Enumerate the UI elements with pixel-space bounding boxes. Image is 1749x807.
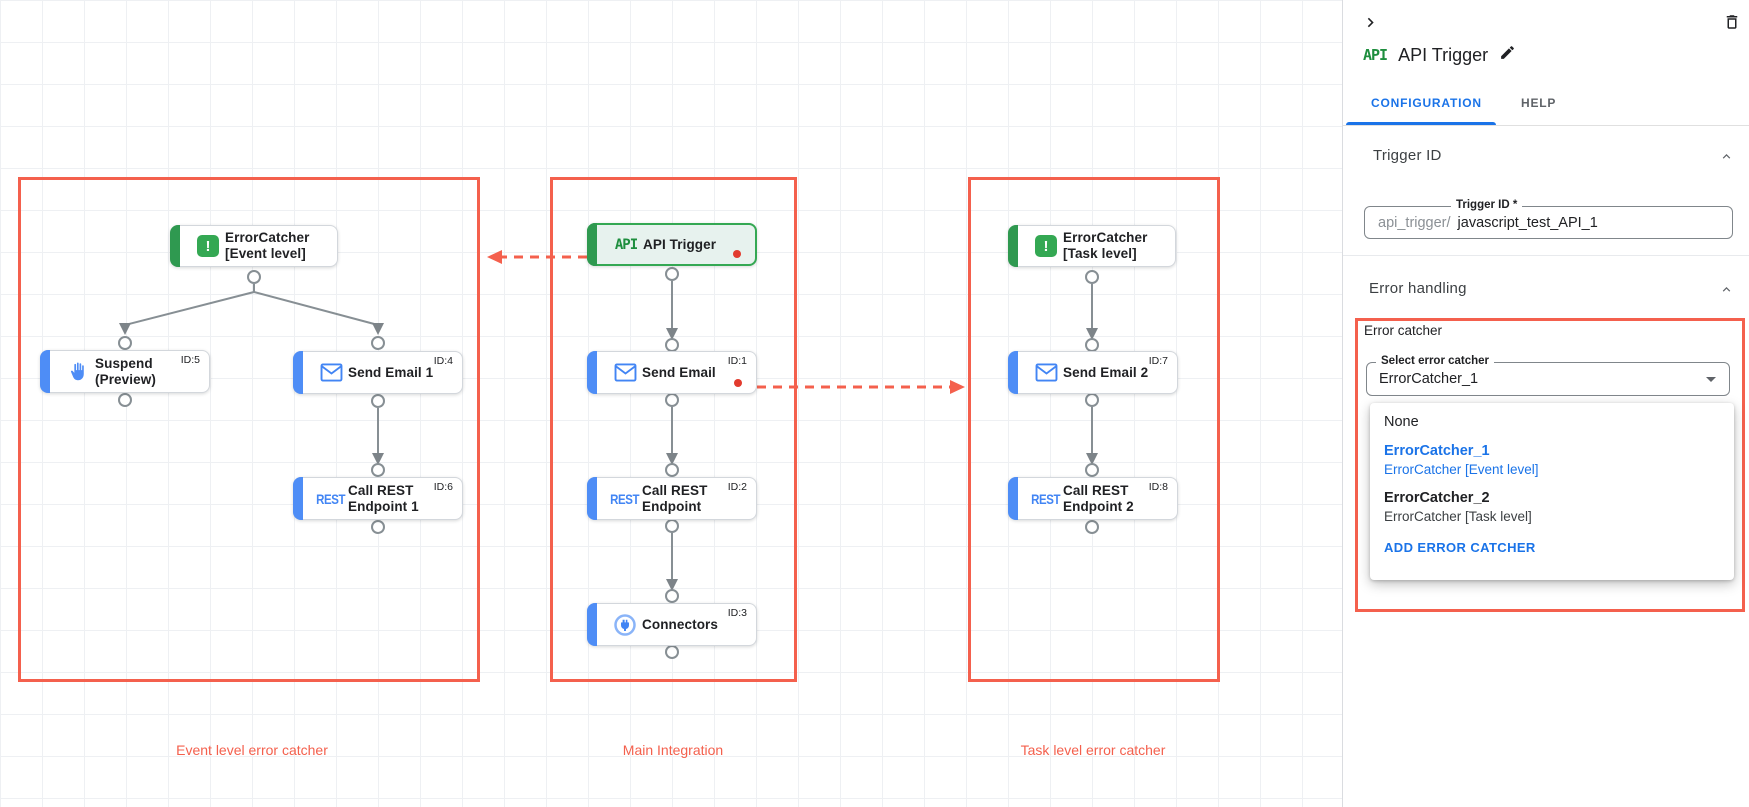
main-group-outline [550,177,797,682]
delete-icon[interactable] [1723,13,1741,36]
node-accent-bar [293,351,303,394]
node-label: [Task level] [1063,246,1137,261]
event-group-label: Event level error catcher [176,742,328,758]
option-none[interactable]: None [1384,414,1419,430]
email-icon [314,363,348,382]
option-errorcatcher-2[interactable]: ErrorCatcher_2 [1384,490,1490,506]
node-connectors[interactable]: Connectors ID:3 [587,603,757,646]
tab-configuration[interactable]: CONFIGURATION [1371,96,1482,110]
node-id-badge: ID:5 [180,354,200,366]
error-catcher-select[interactable]: Select error catcher ErrorCatcher_1 [1366,355,1730,396]
tabs-divider [1343,125,1749,126]
node-id-badge: ID:4 [433,355,453,367]
integration-canvas[interactable]: Event level error catcher Main Integrati… [0,0,1342,807]
node-error-catcher-task[interactable]: ! ErrorCatcher [Task level] [1008,225,1176,267]
node-accent-bar [587,351,597,394]
edit-title-icon[interactable] [1499,44,1516,66]
node-label: Endpoint [642,498,702,514]
node-label: Connectors [642,616,719,632]
node-label: Call REST [348,482,414,498]
node-accent-bar [293,477,303,520]
node-label: [Event level] [225,246,306,261]
task-group-label: Task level error catcher [1020,742,1166,758]
collapse-panel-icon[interactable] [1361,13,1380,37]
rest-icon: REST [1031,490,1061,507]
node-send-email-1[interactable]: Send Email 1 ID:4 [293,351,463,394]
email-icon [608,363,642,382]
main-group-label: Main Integration [622,742,724,758]
error-dot [734,379,742,387]
email-icon [1029,363,1063,382]
hand-icon [61,361,95,383]
collapse-error-section-icon[interactable] [1719,282,1734,302]
error-catcher-label: Error catcher [1364,323,1443,338]
node-id-badge: ID:8 [1148,481,1168,493]
node-accent-bar [1008,351,1018,394]
node-accent-bar [587,477,597,520]
node-send-email-2[interactable]: Send Email 2 ID:7 [1008,351,1178,394]
node-id-badge: ID:6 [433,481,453,493]
error-dot [733,250,741,258]
option-errorcatcher-1-desc[interactable]: ErrorCatcher [Event level] [1384,462,1539,477]
node-id-badge: ID:7 [1148,355,1168,367]
api-icon: API [614,236,638,253]
node-label: (Preview) [95,371,156,387]
node-call-rest[interactable]: REST Call REST Endpoint ID:2 [587,477,757,520]
error-catcher-icon: ! [1035,235,1057,257]
node-label: Send Email 1 [348,364,434,380]
trigger-id-heading[interactable]: Trigger ID [1373,147,1442,164]
tab-help[interactable]: HELP [1521,96,1557,110]
rest-icon: REST [610,490,640,507]
section-divider [1343,255,1749,256]
error-handling-heading[interactable]: Error handling [1369,280,1467,297]
node-label: ErrorCatcher [1063,230,1148,246]
node-label: Call REST [1063,482,1129,498]
node-accent-bar [40,350,50,393]
node-label: Send Email 2 [1063,364,1149,380]
api-trigger-icon: API [1363,46,1388,64]
node-send-email[interactable]: Send Email ID:1 [587,351,757,394]
node-label: API Trigger [643,236,717,252]
trigger-id-prefix: api_trigger/ [1378,214,1451,231]
task-group-outline [968,177,1220,682]
panel-title: API Trigger [1398,44,1489,65]
node-api-trigger[interactable]: API API Trigger [587,223,757,266]
option-errorcatcher-2-desc[interactable]: ErrorCatcher [Task level] [1384,509,1532,524]
node-call-rest-1[interactable]: REST Call REST Endpoint 1 ID:6 [293,477,463,520]
error-catcher-dropdown: None ErrorCatcher_1 ErrorCatcher [Event … [1370,403,1734,580]
error-catcher-icon: ! [197,235,219,257]
node-accent-bar [1008,477,1018,520]
connectors-icon [608,613,642,637]
node-label: Suspend [95,355,153,371]
rest-icon: REST [316,490,346,507]
node-accent-bar [587,603,597,646]
active-tab-underline [1346,122,1496,125]
error-catcher-select-label: Select error catcher [1376,355,1495,367]
config-panel: API API Trigger CONFIGURATION HELP Trigg… [1342,0,1749,807]
node-label: ErrorCatcher [225,230,310,246]
node-label: Endpoint 1 [348,498,419,514]
node-label: Send Email [642,364,716,380]
node-label: Endpoint 2 [1063,498,1134,514]
trigger-id-field-label: Trigger ID * [1451,199,1523,211]
error-catcher-highlight-outline [1355,318,1745,612]
dropdown-arrow-icon [1706,377,1716,382]
error-catcher-select-value: ErrorCatcher_1 [1379,371,1479,387]
node-id-badge: ID:1 [727,355,747,367]
collapse-trigger-section-icon[interactable] [1719,149,1734,169]
node-accent-bar [170,225,180,267]
node-suspend[interactable]: Suspend (Preview) ID:5 [40,350,210,393]
node-error-catcher-event[interactable]: ! ErrorCatcher [Event level] [170,225,338,267]
node-call-rest-2[interactable]: REST Call REST Endpoint 2 ID:8 [1008,477,1178,520]
node-id-badge: ID:2 [727,481,747,493]
trigger-id-value[interactable]: javascript_test_API_1 [1457,214,1598,231]
node-id-badge: ID:3 [727,607,747,619]
node-label: Call REST [642,482,708,498]
event-group-outline [18,177,480,682]
trigger-id-field[interactable]: Trigger ID * api_trigger/ javascript_tes… [1364,199,1733,239]
add-error-catcher-button[interactable]: ADD ERROR CATCHER [1384,540,1536,555]
node-accent-bar [1008,225,1018,267]
node-accent-bar [587,223,597,266]
option-errorcatcher-1[interactable]: ErrorCatcher_1 [1384,443,1490,459]
